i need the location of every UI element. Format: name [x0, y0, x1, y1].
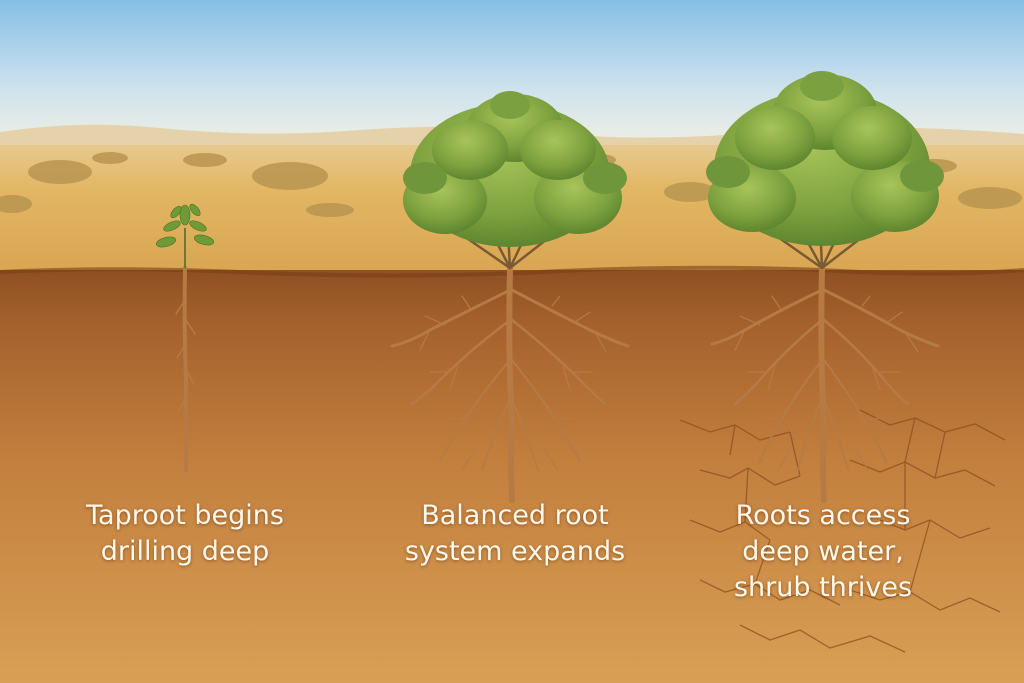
stage-1-caption: Taproot begins drilling deep	[35, 498, 335, 570]
stage-3-caption-line-3: shrub thrives	[733, 572, 913, 603]
stage-2-shrub	[390, 91, 630, 503]
stage-3-caption-line-2: deep water,	[742, 536, 904, 567]
stage-3-shrub	[706, 71, 944, 503]
shrub-3-foliage	[706, 71, 944, 246]
soil-horizon-edge	[0, 265, 1024, 278]
shrub-2-foliage	[403, 91, 627, 247]
stage-1-seedling	[155, 203, 215, 472]
seedling-taproot	[175, 266, 196, 472]
stage-2-caption: Balanced root system expands	[365, 498, 665, 570]
shrub-2-roots	[390, 265, 630, 503]
shrub-3-roots	[710, 265, 940, 503]
stage-3-caption: Roots access deep water, shrub thrives	[673, 498, 973, 606]
soil-cracks	[679, 409, 1006, 653]
stage-2-caption-line-1: Balanced root	[421, 500, 609, 531]
stage-1-caption-line-2: drilling deep	[100, 536, 270, 567]
stage-2-caption-line-2: system expands	[404, 536, 626, 567]
seedling-leaves	[155, 203, 215, 268]
stage-3-caption-line-1: Roots access	[735, 500, 911, 531]
stage-1-caption-line-1: Taproot begins	[86, 500, 284, 531]
